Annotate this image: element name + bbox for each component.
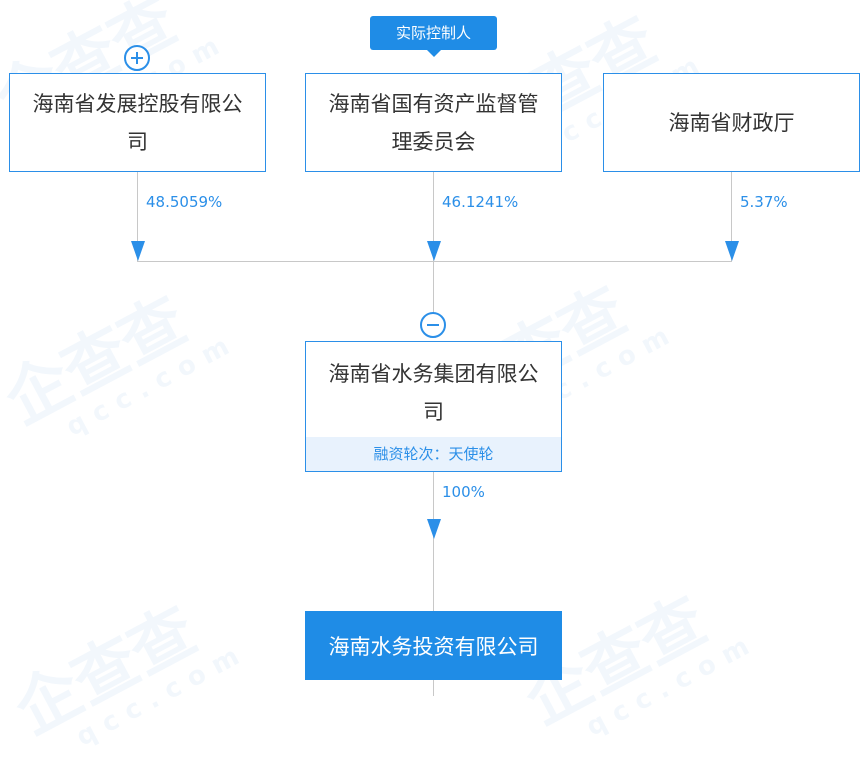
shareholder-node[interactable]: 海南省发展控股有限公司 [9, 73, 266, 172]
shareholder-name: 海南省财政厅 [668, 110, 795, 135]
connector-line [137, 172, 138, 262]
shareholder-node[interactable]: 海南省财政厅 [603, 73, 860, 172]
shareholding-percent: 5.37% [740, 193, 788, 211]
collapse-icon[interactable] [420, 312, 446, 338]
connector-line [433, 472, 434, 612]
shareholding-percent: 46.1241% [442, 193, 519, 211]
financing-round: 融资轮次：天使轮 [306, 437, 561, 471]
arrow-icon [131, 241, 145, 261]
expand-icon[interactable] [124, 45, 150, 71]
shareholder-name: 海南省国有资产监督管理委员会 [328, 91, 539, 154]
arrow-icon [427, 519, 441, 539]
arrow-icon [427, 241, 441, 261]
connector-line [731, 172, 732, 262]
shareholder-node[interactable]: 海南省国有资产监督管理委员会 [305, 73, 562, 172]
shareholding-percent: 100% [442, 483, 485, 501]
connector-line [137, 261, 732, 262]
target-company-node[interactable]: 海南水务投资有限公司 [305, 611, 562, 680]
connector-line [433, 680, 434, 696]
actual-controller-tag: 实际控制人 [370, 16, 497, 57]
shareholding-percent: 48.5059% [146, 193, 223, 211]
shareholder-name: 海南省发展控股有限公司 [32, 91, 243, 154]
company-name: 海南省水务集团有限公司 [328, 362, 539, 424]
company-node[interactable]: 海南省水务集团有限公司 融资轮次：天使轮 [305, 341, 562, 472]
arrow-icon [725, 241, 739, 261]
